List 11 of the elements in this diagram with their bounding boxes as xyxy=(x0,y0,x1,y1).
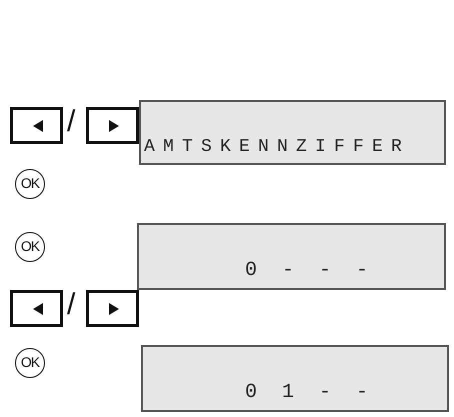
display-text: 0--- xyxy=(245,259,394,282)
lcd-display xyxy=(141,345,449,412)
ok-button: OK xyxy=(15,348,45,378)
display-text: 01-- xyxy=(245,381,394,404)
lcd-display xyxy=(139,100,446,165)
display-text: AMTSKENNZIFFER xyxy=(144,137,410,157)
separator-text: / xyxy=(67,290,76,320)
ok-button: OK xyxy=(15,169,45,199)
lcd-display xyxy=(137,223,446,290)
separator-text: / xyxy=(67,107,76,137)
ok-button: OK xyxy=(15,232,45,262)
